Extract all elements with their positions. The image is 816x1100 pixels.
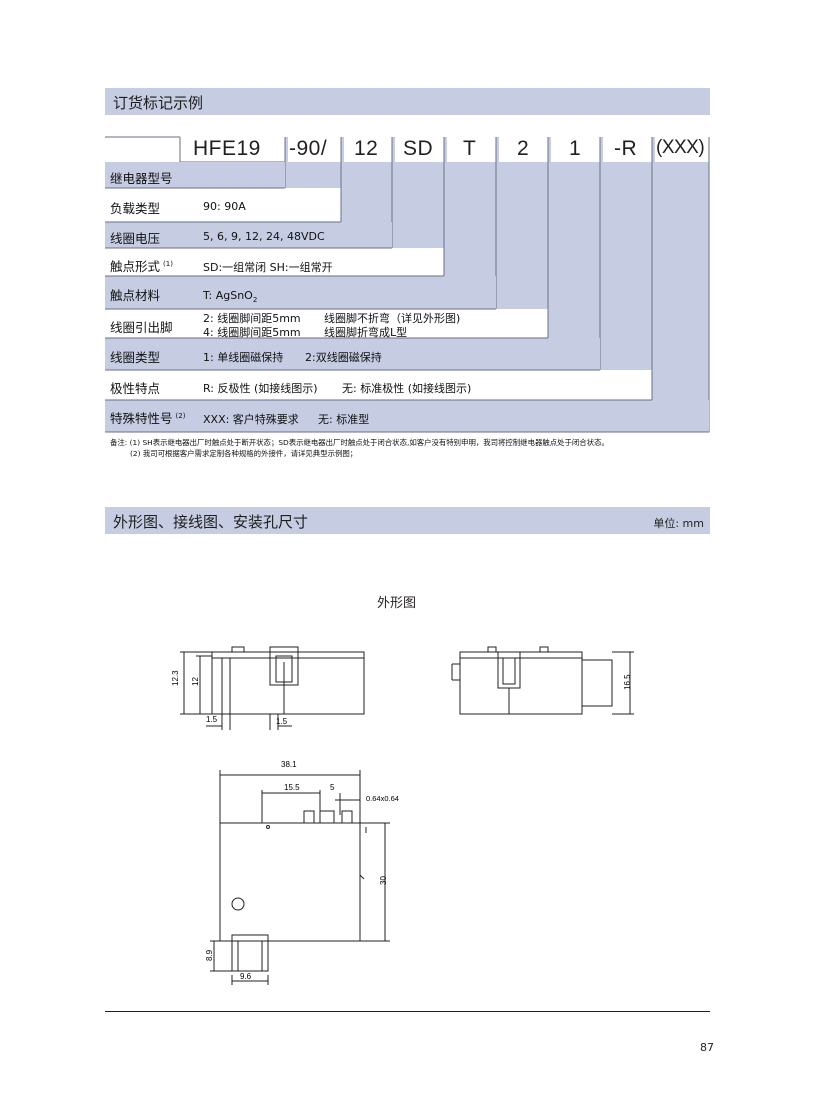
row-lines — [105, 187, 709, 433]
row-bg-contact — [105, 248, 444, 276]
row-bg-pins — [105, 309, 548, 338]
page-number: 87 — [700, 1041, 714, 1054]
label-coiltype: 线圈类型 — [110, 350, 161, 365]
row-bg-load — [105, 188, 341, 222]
front-view-drawing: 12.3 12 1.5 1.5 — [171, 646, 365, 730]
value-polarity-r: R: 反极性 (如接线图示) — [203, 382, 318, 395]
dim-12: 12 — [191, 677, 200, 686]
note-1: 备注: (1) SH表示继电器出厂时触点处于断开状态；SD表示继电器出厂时触点处… — [110, 438, 609, 447]
code-voltage: 12 — [354, 137, 379, 160]
row-bg-special — [105, 400, 709, 432]
value-coiltype-2: 2:双线圈磁保持 — [305, 351, 382, 364]
bottom-view-drawing: 38.1 15.5 5 0.64x0.64 30 8.9 9.6 — [205, 760, 399, 985]
label-load: 负载类型 — [110, 201, 161, 216]
row-bg-coiltype — [105, 338, 600, 370]
dim-12-3: 12.3 — [171, 670, 180, 686]
row-bg-model — [105, 162, 285, 188]
label-polarity: 极性特点 — [110, 381, 161, 396]
code-model: HFE19 — [193, 137, 261, 160]
dimensions-section-bar: 外形图、接线图、安装孔尺寸 单位: mm — [105, 507, 710, 534]
label-material: 触点材料 — [110, 288, 161, 303]
footer-rule — [105, 1011, 710, 1012]
value-load: 90: 90A — [203, 200, 246, 213]
dim-38-1: 38.1 — [281, 760, 297, 769]
code-polarity: -R — [614, 137, 638, 160]
note-2: (2) 我司可根据客户需求定制各种规格的外接件，请详见典型示例图； — [130, 449, 358, 458]
value-polarity-std: 无: 标准极性 (如接线图示) — [342, 382, 472, 395]
code-material: T — [463, 137, 477, 160]
row-bg-material — [105, 276, 496, 309]
value-coiltype-1: 1: 单线圈磁保持 — [203, 351, 284, 364]
dim-30: 30 — [379, 876, 388, 885]
value-material: T: AgSnO2 — [203, 289, 258, 305]
dim-1-5-right: 1.5 — [276, 717, 288, 726]
code-contact: SD — [403, 137, 434, 160]
dim-pin: 0.64x0.64 — [366, 794, 399, 803]
value-contact: SD:一组常闭 SH:一组常开 — [203, 261, 333, 274]
code-load: -90/ — [289, 137, 328, 160]
row-bg-voltage — [105, 222, 392, 248]
label-voltage: 线圈电压 — [110, 231, 161, 246]
value-voltage: 5, 6, 9, 12, 24, 48VDC — [203, 230, 325, 243]
dim-1-5-left: 1.5 — [206, 715, 218, 724]
figure-title: 外形图 — [377, 596, 417, 611]
dim-15-5: 15.5 — [284, 783, 300, 792]
code-special: (XXX) — [656, 137, 705, 158]
value-special-xxx: XXX: 客户特殊要求 — [203, 413, 299, 426]
label-pins: 线圈引出脚 — [110, 320, 173, 335]
row-bg-polarity — [105, 370, 652, 400]
value-special-std: 无: 标准型 — [318, 413, 370, 426]
value-pins-2b: 线圈脚不折弯（详见外形图) — [324, 312, 461, 325]
label-special: 特殊特性号(2) — [110, 411, 186, 426]
unit-label: 单位: mm — [653, 517, 704, 530]
dim-9-6: 9.6 — [240, 972, 252, 981]
value-pins-4: 4: 线圈脚间距5mm — [203, 326, 301, 339]
value-pins-4b: 线圈脚折弯成L型 — [324, 326, 408, 339]
label-model: 继电器型号 — [110, 171, 173, 186]
ordering-title: 订货标记示例 — [113, 94, 204, 112]
label-contact: 触点形式(1) — [110, 259, 173, 274]
value-pins-2: 2: 线圈脚间距5mm — [203, 312, 301, 325]
ordering-section-bar: 订货标记示例 — [105, 88, 710, 115]
dim-5: 5 — [330, 783, 335, 792]
side-view-drawing: 16.5 — [451, 646, 634, 715]
dim-8-9: 8.9 — [205, 949, 214, 961]
dimensions-title: 外形图、接线图、安装孔尺寸 — [113, 513, 309, 531]
code-pins: 2 — [517, 137, 530, 160]
dim-16-5: 16.5 — [623, 674, 632, 690]
code-coiltype: 1 — [569, 137, 582, 160]
